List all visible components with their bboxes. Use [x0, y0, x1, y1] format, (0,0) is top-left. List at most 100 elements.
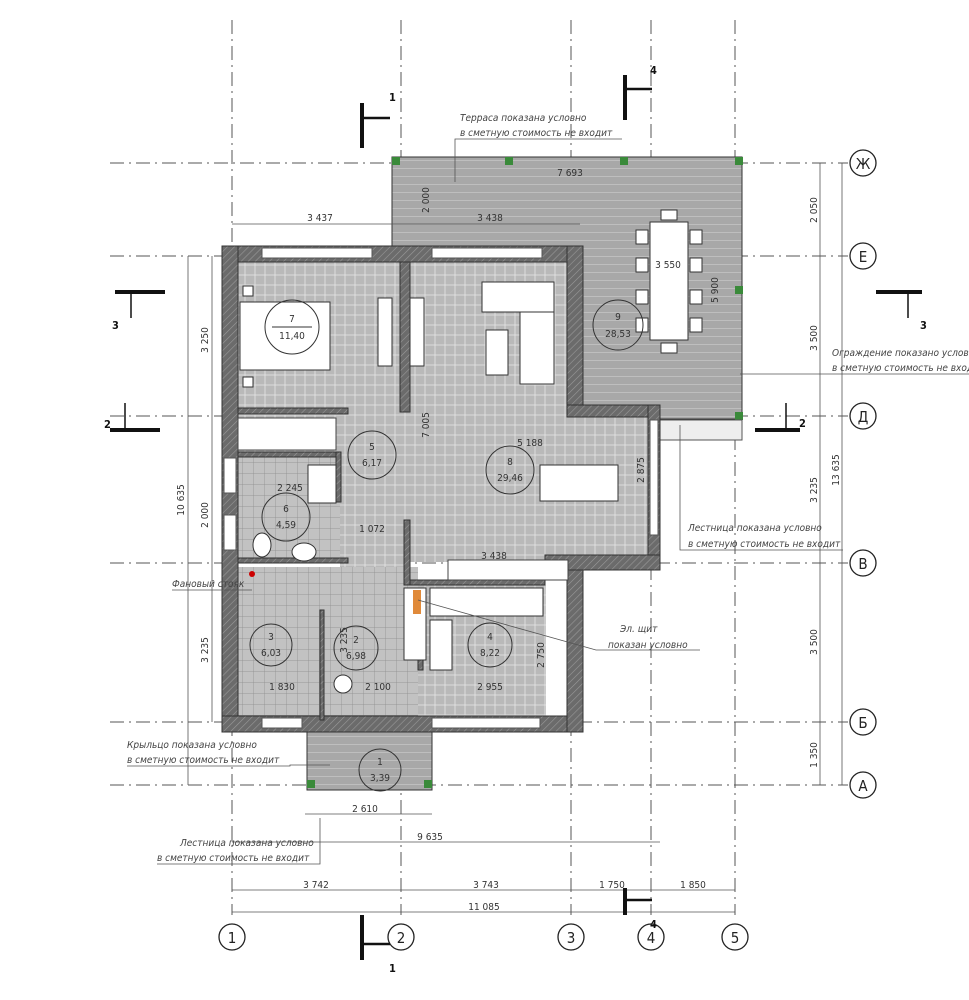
svg-text:1 350: 1 350 [809, 742, 820, 768]
room-1: 13,39 [358, 748, 402, 792]
svg-text:Б: Б [858, 714, 867, 732]
svg-text:3 550: 3 550 [655, 260, 681, 271]
svg-text:13 635: 13 635 [831, 454, 842, 485]
axis-v: В [849, 549, 877, 577]
svg-text:5: 5 [731, 929, 740, 947]
svg-text:3 438: 3 438 [477, 213, 503, 224]
room-6: 64,59 [261, 492, 311, 542]
svg-text:3,39: 3,39 [370, 773, 390, 784]
svg-text:Д: Д [858, 408, 869, 426]
svg-text:Лестница показана условно: Лестница показана условно [179, 838, 314, 849]
room-2: 26,98 [333, 625, 379, 671]
axis-markers: 1 2 3 4 5 Ж Е Д В Б А [218, 149, 877, 951]
svg-text:6,03: 6,03 [261, 648, 281, 659]
dimension-lines [187, 163, 843, 913]
dining-table [539, 464, 619, 502]
svg-text:9 635: 9 635 [417, 832, 443, 843]
svg-text:Терраса показана условно: Терраса показана условно [460, 113, 587, 124]
svg-text:2 955: 2 955 [477, 682, 503, 693]
svg-text:в сметную стоимость не входит: в сметную стоимость не входит [127, 755, 280, 766]
svg-text:Ограждение показано условно: Ограждение показано условно [832, 348, 969, 359]
svg-text:5 900: 5 900 [710, 277, 721, 303]
svg-text:2 000: 2 000 [421, 187, 432, 213]
svg-text:28,53: 28,53 [605, 329, 631, 340]
svg-text:2: 2 [799, 417, 806, 430]
svg-text:3 500: 3 500 [809, 325, 820, 351]
svg-text:3: 3 [567, 929, 576, 947]
svg-text:3 235: 3 235 [339, 627, 350, 653]
svg-text:29,46: 29,46 [497, 473, 523, 484]
electrical-panel [413, 590, 421, 614]
svg-text:1: 1 [389, 91, 396, 104]
svg-text:3: 3 [920, 319, 927, 332]
section-3-left: 3 [112, 290, 165, 332]
axis-2: 2 [387, 923, 415, 951]
svg-text:1 072: 1 072 [359, 524, 385, 535]
axis-1: 1 [218, 923, 246, 951]
svg-text:7 693: 7 693 [557, 168, 583, 179]
annotations: Терраса показана условно в сметную стоимо… [127, 113, 969, 865]
axis-e: Е [849, 242, 877, 270]
svg-text:4: 4 [650, 64, 657, 77]
svg-text:4,59: 4,59 [276, 520, 296, 531]
svg-text:2 100: 2 100 [365, 682, 391, 693]
svg-text:7: 7 [289, 314, 295, 325]
note-vent-stack: Фановый стояк [172, 579, 252, 591]
svg-text:4: 4 [487, 632, 493, 643]
svg-text:9: 9 [615, 312, 621, 323]
svg-text:5: 5 [369, 442, 375, 453]
note-fence: Ограждение показано условно в сметную сто… [740, 348, 969, 375]
svg-text:3 235: 3 235 [200, 637, 211, 663]
svg-text:3 743: 3 743 [473, 880, 499, 891]
axis-d: Д [849, 402, 877, 430]
svg-text:А: А [858, 777, 868, 795]
furniture [237, 281, 619, 694]
svg-text:показан условно: показан условно [608, 640, 688, 651]
svg-text:3 235: 3 235 [809, 477, 820, 503]
axis-3: 3 [557, 923, 585, 951]
svg-text:6,98: 6,98 [346, 651, 366, 662]
svg-text:Эл. щит: Эл. щит [619, 624, 658, 635]
section-1-top: 1 [360, 91, 396, 148]
svg-text:5 188: 5 188 [517, 438, 543, 449]
section-3-right: 3 [876, 290, 927, 332]
note-porch: Крыльцо показана условно в сметную стоимо… [127, 740, 330, 767]
svg-text:2 875: 2 875 [636, 457, 647, 483]
svg-text:2: 2 [353, 635, 359, 646]
axis-b: Б [849, 708, 877, 736]
vent-stack-marker [249, 571, 255, 577]
svg-text:2: 2 [104, 418, 111, 431]
sofa [481, 281, 555, 313]
axis-zh: Ж [849, 149, 877, 177]
room-3: 36,03 [249, 623, 293, 667]
svg-text:3: 3 [268, 632, 274, 643]
svg-text:3 250: 3 250 [200, 327, 211, 353]
room-4: 48,22 [467, 622, 513, 668]
shower [307, 464, 337, 504]
svg-text:3 742: 3 742 [303, 880, 329, 891]
svg-text:2: 2 [397, 929, 406, 947]
svg-text:Крыльцо показана условно: Крыльцо показана условно [127, 740, 257, 751]
room-5: 56,17 [347, 430, 397, 480]
axis-a: А [849, 771, 877, 799]
svg-text:4: 4 [650, 918, 657, 931]
svg-text:в сметную стоимость не входит: в сметную стоимость не входит [157, 853, 310, 864]
svg-text:6: 6 [283, 504, 289, 515]
svg-text:8: 8 [507, 457, 513, 468]
terrace-dining-table [635, 209, 703, 354]
section-4-bottom: 4 [623, 888, 657, 931]
svg-text:Ж: Ж [856, 155, 871, 173]
svg-text:в сметную стоимость не входит: в сметную стоимость не входит [832, 363, 969, 374]
svg-text:1 830: 1 830 [269, 682, 295, 693]
svg-text:4: 4 [647, 929, 656, 947]
axis-4: 4 [637, 923, 665, 951]
svg-text:2 245: 2 245 [277, 483, 303, 494]
section-2-left: 2 [104, 403, 160, 432]
svg-text:2 610: 2 610 [352, 804, 378, 815]
svg-text:1: 1 [389, 962, 396, 975]
svg-text:2 750: 2 750 [536, 642, 547, 668]
svg-text:В: В [858, 555, 867, 573]
